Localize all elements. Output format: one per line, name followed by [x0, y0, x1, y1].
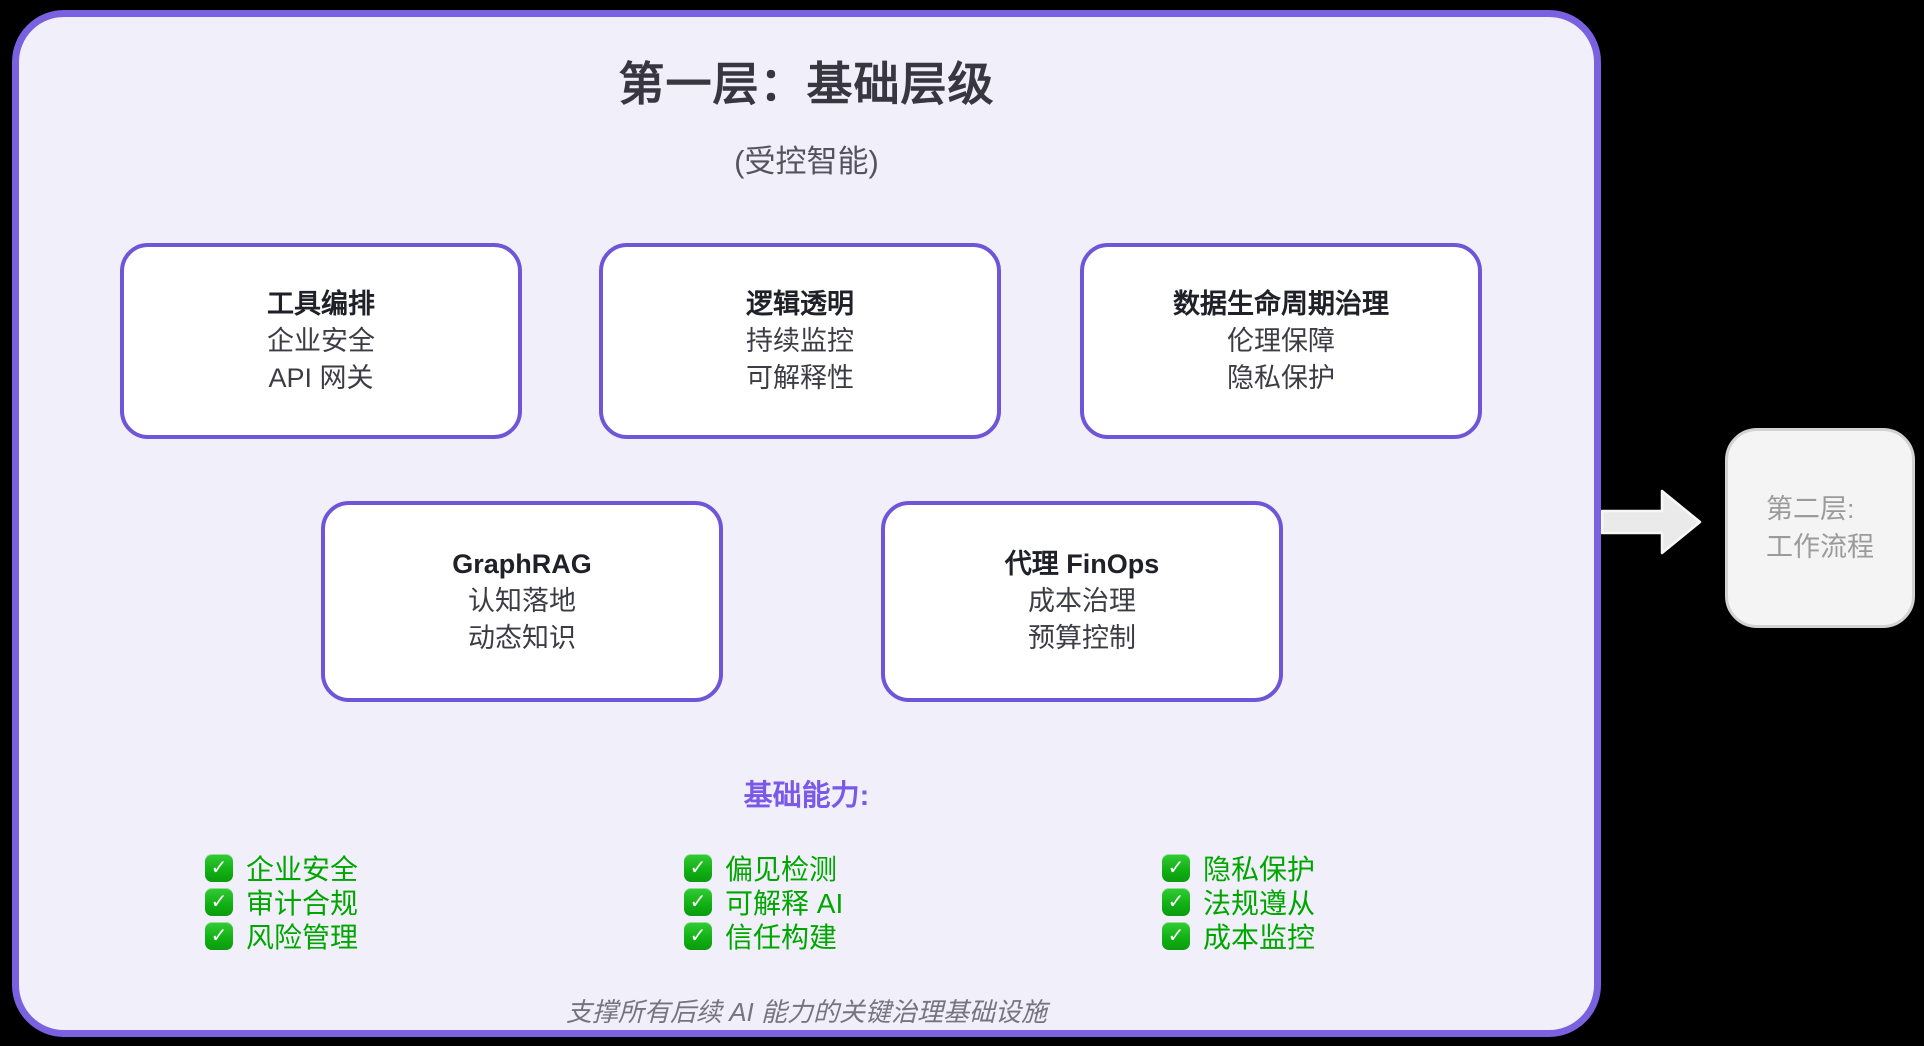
node-line: 伦理保障: [1227, 325, 1335, 356]
capability-label: 隐私保护: [1203, 853, 1316, 885]
capability-item: ✓ 信任构建: [684, 921, 843, 953]
check-icon: ✓: [1162, 921, 1190, 950]
node-agent-finops: 代理 FinOps 成本治理 预算控制: [881, 501, 1283, 702]
check-icon: ✓: [205, 887, 233, 916]
node-line: API 网关: [268, 362, 374, 393]
node-logic-transparency: 逻辑透明 持续监控 可解释性: [599, 243, 1001, 439]
capabilities-column-3: ✓ 隐私保护 ✓ 法规遵从 ✓ 成本监控: [1162, 853, 1315, 953]
node-title: 逻辑透明: [746, 288, 854, 319]
capability-item: ✓ 成本监控: [1162, 921, 1315, 953]
node-line: 成本治理: [1028, 586, 1136, 616]
next-layer-line2: 工作流程: [1766, 532, 1874, 562]
capability-label: 风险管理: [246, 921, 359, 953]
check-icon: ✓: [684, 887, 712, 916]
node-tool-orchestration: 工具编排 企业安全 API 网关: [120, 243, 522, 439]
capability-item: ✓ 审计合规: [205, 887, 358, 919]
check-icon: ✓: [205, 853, 233, 882]
capability-item: ✓ 偏见检测: [684, 853, 843, 885]
capability-item: ✓ 企业安全: [205, 853, 358, 885]
node-line: 认知落地: [468, 586, 576, 616]
capabilities-heading: 基础能力:: [743, 780, 870, 812]
node-title: 代理 FinOps: [1004, 549, 1160, 579]
node-line: 持续监控: [746, 325, 854, 356]
check-icon: ✓: [205, 921, 233, 950]
capability-label: 法规遵从: [1203, 887, 1316, 919]
node-line: 预算控制: [1028, 623, 1136, 653]
node-line: 动态知识: [468, 623, 576, 653]
capability-label: 信任构建: [725, 921, 838, 953]
node-graphrag: GraphRAG 认知落地 动态知识: [321, 501, 723, 702]
node-line: 可解释性: [746, 362, 854, 393]
capability-label: 审计合规: [246, 887, 359, 919]
arrow-right-icon: [1601, 489, 1702, 555]
layer1-panel: [12, 10, 1601, 1037]
node-line: 隐私保护: [1227, 362, 1335, 393]
layer1-title: 第一层：基础层级: [618, 58, 995, 110]
node-data-lifecycle: 数据生命周期治理 伦理保障 隐私保护: [1080, 243, 1482, 439]
capabilities-column-1: ✓ 企业安全 ✓ 审计合规 ✓ 风险管理: [205, 853, 358, 953]
capability-item: ✓ 风险管理: [205, 921, 358, 953]
layer1-subtitle: (受控智能): [734, 144, 879, 179]
next-layer-label: 第二层: 工作流程: [1766, 490, 1874, 566]
capability-label: 成本监控: [1203, 921, 1316, 953]
node-title: 工具编排: [267, 288, 375, 319]
capability-label: 企业安全: [246, 853, 359, 885]
check-icon: ✓: [684, 853, 712, 882]
footer-note: 支撑所有后续 AI 能力的关键治理基础设施: [565, 997, 1047, 1027]
capability-label: 偏见检测: [725, 853, 838, 885]
capability-item: ✓ 隐私保护: [1162, 853, 1315, 885]
node-title: 数据生命周期治理: [1173, 288, 1389, 319]
check-icon: ✓: [1162, 853, 1190, 882]
next-layer-box: 第二层: 工作流程: [1725, 428, 1915, 628]
capability-label: 可解释 AI: [725, 887, 844, 919]
check-icon: ✓: [684, 921, 712, 950]
check-icon: ✓: [1162, 887, 1190, 916]
capability-item: ✓ 可解释 AI: [684, 887, 843, 919]
capability-item: ✓ 法规遵从: [1162, 887, 1315, 919]
node-title: GraphRAG: [452, 549, 592, 579]
next-layer-line1: 第二层:: [1766, 494, 1855, 524]
node-line: 企业安全: [267, 325, 375, 356]
capabilities-column-2: ✓ 偏见检测 ✓ 可解释 AI ✓ 信任构建: [684, 853, 843, 953]
